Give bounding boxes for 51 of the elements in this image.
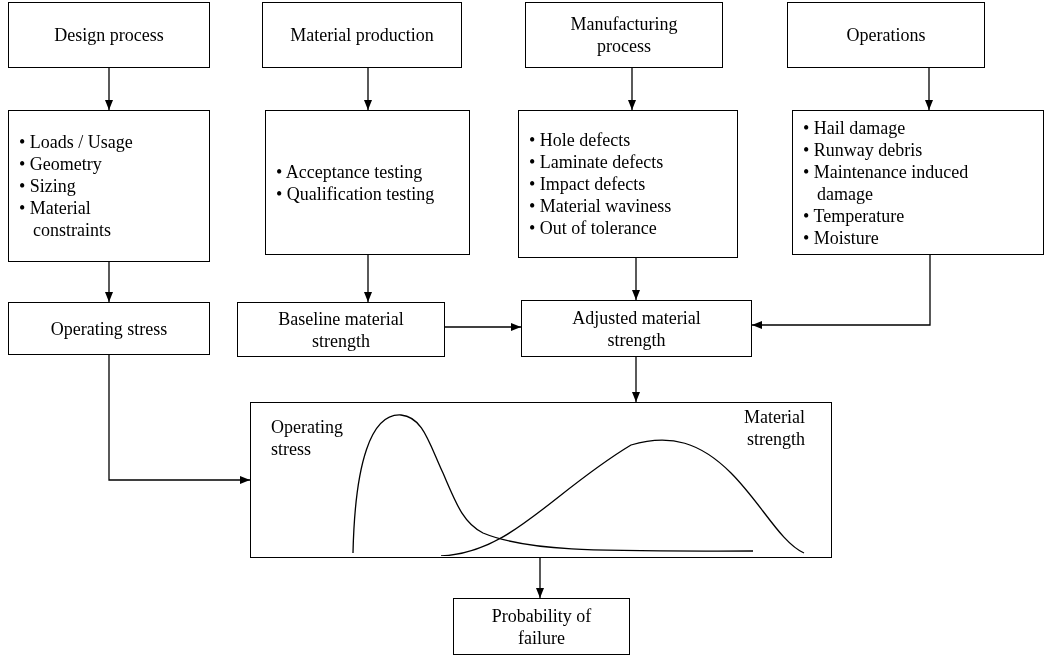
box-label: Probability of failure (490, 604, 593, 649)
process-box (8, 110, 210, 262)
process-box (237, 302, 445, 357)
box-label: Baseline material strength (277, 307, 405, 352)
list-item: • Laminate defects (529, 151, 665, 173)
list-item: • Material constraints (19, 197, 112, 241)
process-box (453, 598, 630, 655)
list-item: • Loads / Usage (19, 131, 134, 153)
list-item: • Acceptance testing (276, 160, 424, 183)
arrow (105, 261, 113, 303)
box-label: Adjusted material strength (571, 306, 702, 351)
process-box (521, 300, 752, 357)
curve-label: Operating stress (271, 416, 344, 460)
list-item: • Maintenance induced damage (803, 160, 970, 205)
box-label: Operations (845, 24, 927, 46)
list-item: • Out of tolerance (529, 217, 658, 239)
arrow (632, 257, 640, 301)
process-box (787, 2, 985, 68)
arrow (444, 323, 522, 331)
arrow (364, 67, 372, 111)
list-item: • Hole defects (529, 129, 632, 151)
arrow (751, 254, 931, 329)
list-item: • Hail damage (803, 116, 907, 139)
process-box (518, 110, 738, 258)
list-item: • Moisture (803, 226, 880, 249)
arrow (632, 356, 640, 403)
process-box (8, 2, 210, 68)
list-item: • Sizing (19, 175, 77, 197)
list-item: • Geometry (19, 153, 103, 175)
process-box (525, 2, 723, 68)
box-label: Design process (53, 24, 165, 46)
curve-label: Material strength (743, 406, 805, 450)
list-item: • Runway debris (803, 138, 924, 161)
arrow (364, 254, 372, 303)
arrow (925, 67, 933, 111)
process-box (262, 2, 462, 68)
list-item: • Temperature (803, 204, 906, 227)
chart-box (250, 402, 832, 558)
arrow (628, 67, 636, 111)
box-label: Manufacturing process (569, 13, 679, 57)
process-box (265, 110, 470, 255)
arrow (108, 354, 251, 484)
box-label: Material production (289, 24, 435, 46)
list-item: • Material waviness (529, 195, 672, 217)
arrow (105, 67, 113, 111)
process-box (792, 110, 1044, 255)
process-box (8, 302, 210, 355)
box-label: Operating stress (49, 317, 169, 340)
list-item: • Qualification testing (276, 182, 435, 205)
list-item: • Impact defects (529, 173, 647, 195)
arrow (536, 557, 544, 599)
